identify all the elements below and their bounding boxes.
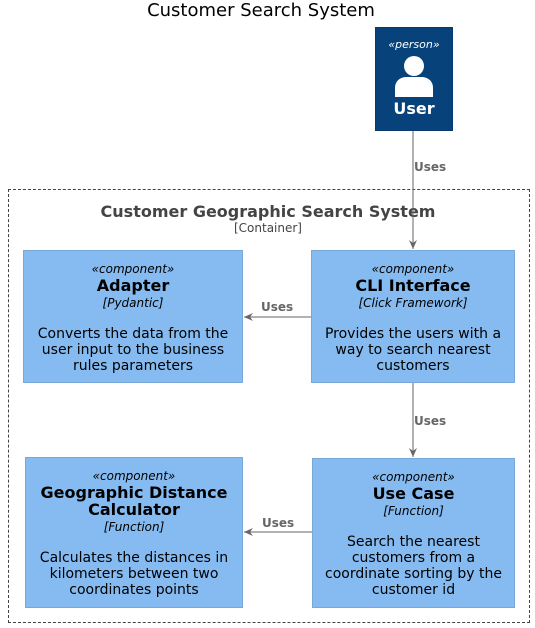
boundary-type: [Container]	[233, 221, 302, 235]
relation-label-usecase-to-geo: Uses	[262, 516, 295, 530]
person-stereotype: «person»	[388, 38, 440, 51]
component-cli-interface: «component» CLI Interface [Click Framewo…	[311, 250, 515, 383]
person-icon	[395, 56, 433, 97]
component-technology: [Function]	[383, 504, 444, 518]
relation-label-user-to-cli: Uses	[414, 160, 447, 174]
relation-label-cli-to-adapter: Uses	[261, 300, 294, 314]
component-description: Search the nearest customers from a coor…	[325, 534, 502, 598]
relation-label-cli-to-usecase: Uses	[414, 414, 447, 428]
component-description: Calculates the distances in kilometers b…	[39, 550, 229, 598]
component-technology: [Pydantic]	[102, 296, 164, 310]
component-technology: [Function]	[103, 520, 165, 534]
system-boundary	[8, 189, 530, 623]
component-use-case: «component» Use Case [Function] Search t…	[312, 458, 515, 608]
component-description: Provides the users with a way to search …	[324, 326, 502, 374]
component-adapter: «component» Adapter [Pydantic] Converts …	[23, 250, 243, 383]
component-stereotype: «component»	[91, 262, 175, 276]
component-name: CLI Interface	[355, 276, 471, 295]
component-description: Converts the data from the user input to…	[37, 326, 229, 374]
person-user: «person» User	[375, 27, 453, 131]
component-name: Use Case	[372, 484, 455, 503]
component-stereotype: «component»	[372, 470, 455, 484]
component-stereotype: «component»	[371, 262, 455, 276]
component-name: Adapter	[96, 276, 170, 295]
diagram-title: Customer Search System	[147, 0, 375, 21]
component-stereotype: «component»	[92, 469, 176, 483]
person-name: User	[393, 99, 435, 118]
boundary-title: Customer Geographic Search System	[100, 202, 436, 221]
component-technology: [Click Framework]	[358, 296, 468, 310]
component-geographic-distance-calculator: «component» Geographic Distance Calculat…	[25, 457, 243, 608]
component-name: Geographic Distance Calculator	[40, 483, 228, 519]
